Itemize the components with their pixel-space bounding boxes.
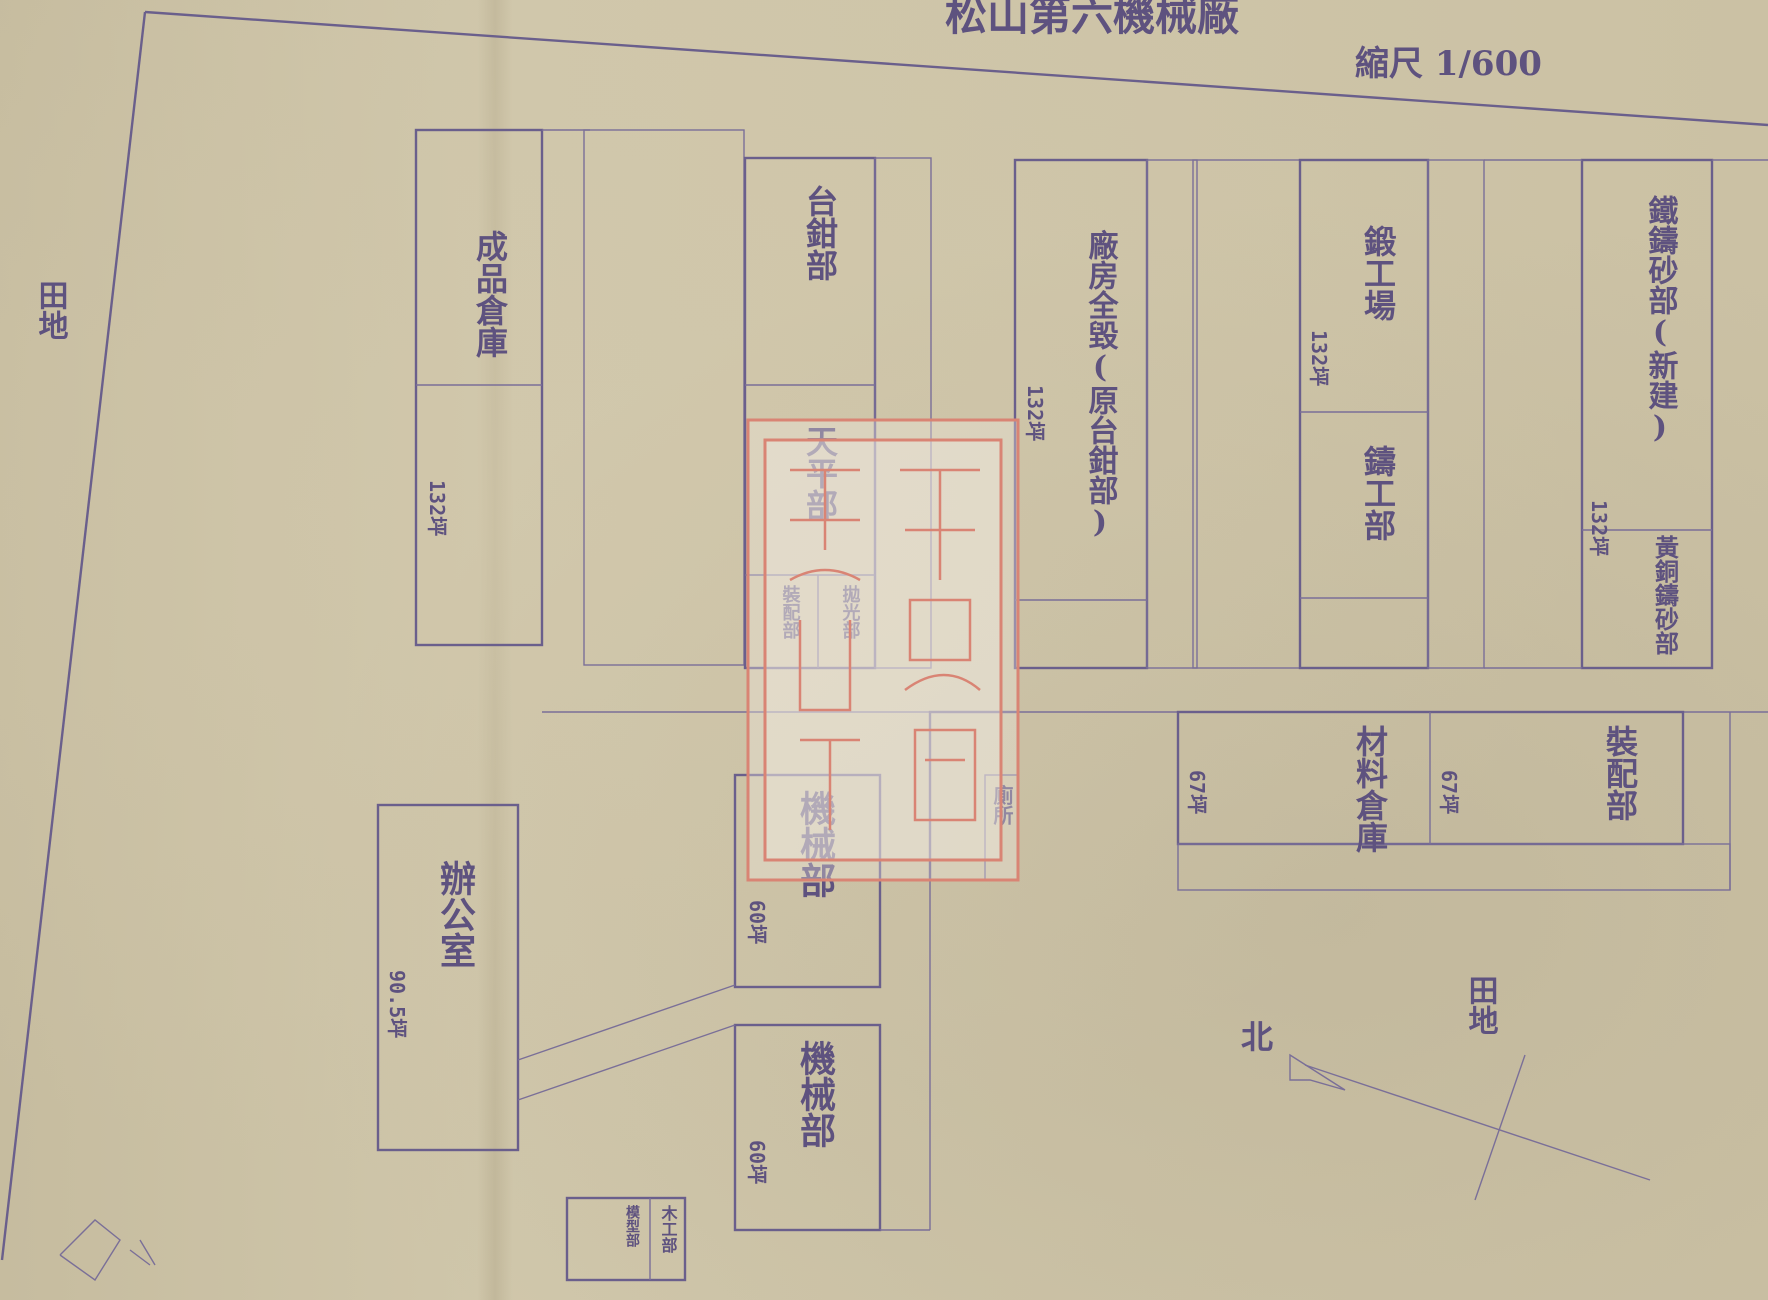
land-label-west: 田地	[33, 280, 69, 340]
open-lot	[583, 129, 745, 666]
office-area: 90.5坪	[385, 970, 409, 1038]
iron-casting-area: 132坪	[1587, 500, 1611, 556]
machinery-1-area: 60坪	[745, 900, 769, 944]
building-machinery-2	[733, 1023, 882, 1232]
north-arrow: 北	[1236, 1020, 1651, 1201]
building-carpentry	[565, 1196, 687, 1282]
corner-sketch	[59, 1219, 156, 1282]
metal-plant-area: 132坪	[1023, 385, 1047, 441]
building-iron-casting	[1580, 158, 1714, 670]
material-storage-area: 67坪	[1185, 770, 1209, 814]
carpentry-label: 木工部	[659, 1204, 679, 1254]
finished-goods-label: 成品倉庫	[471, 230, 509, 359]
office-label: 辦公室	[434, 860, 476, 968]
plan-title: 松山第六機械廠	[945, 0, 1239, 40]
polish-dept-label: 拋光部	[840, 584, 862, 640]
site-boundary-west	[0, 11, 147, 1261]
building-finished-goods	[414, 128, 544, 647]
scale-note: 縮尺 1/600	[1355, 44, 1542, 84]
machinery-2-area: 60坪	[745, 1140, 769, 1184]
assembly-dept-label: 裝配部	[780, 584, 802, 640]
building-office	[376, 803, 520, 1152]
material-storage-label: 材料倉庫	[1351, 725, 1389, 854]
corridor	[1427, 159, 1485, 669]
brass-casting-label: 黃銅鑄砂部	[1651, 535, 1680, 655]
site-boundary	[144, 10, 1768, 127]
forge-yard-area: 132坪	[1307, 330, 1331, 386]
corridor	[1146, 159, 1198, 669]
corridor	[1192, 159, 1301, 669]
bench-dept-label: 台鉗部	[801, 185, 839, 281]
annex	[1177, 843, 1731, 891]
pattern-dept-label: 模型部	[624, 1204, 640, 1248]
path	[517, 984, 736, 1061]
red-seal-stamp	[746, 418, 1020, 882]
corridor	[874, 157, 932, 669]
land-label-east: 田地	[1463, 975, 1499, 1035]
machinery-2-label: 機械部	[794, 1040, 836, 1148]
assembly-dept-2-label: 裝配部	[1601, 725, 1639, 821]
metal-plant-label: 廠房全毀(原台鉗部)	[1083, 229, 1120, 540]
finished-goods-area: 132坪	[425, 480, 449, 536]
north-label: 北	[1236, 1020, 1274, 1052]
forge-yard-label: 鍛工場	[1359, 224, 1397, 322]
iron-casting-label: 鐵鑄砂部(新建)	[1643, 195, 1680, 445]
path	[517, 1024, 736, 1101]
casting-dept-label: 鑄工部	[1359, 445, 1397, 541]
assembly-dept-2-area: 67坪	[1437, 770, 1461, 814]
